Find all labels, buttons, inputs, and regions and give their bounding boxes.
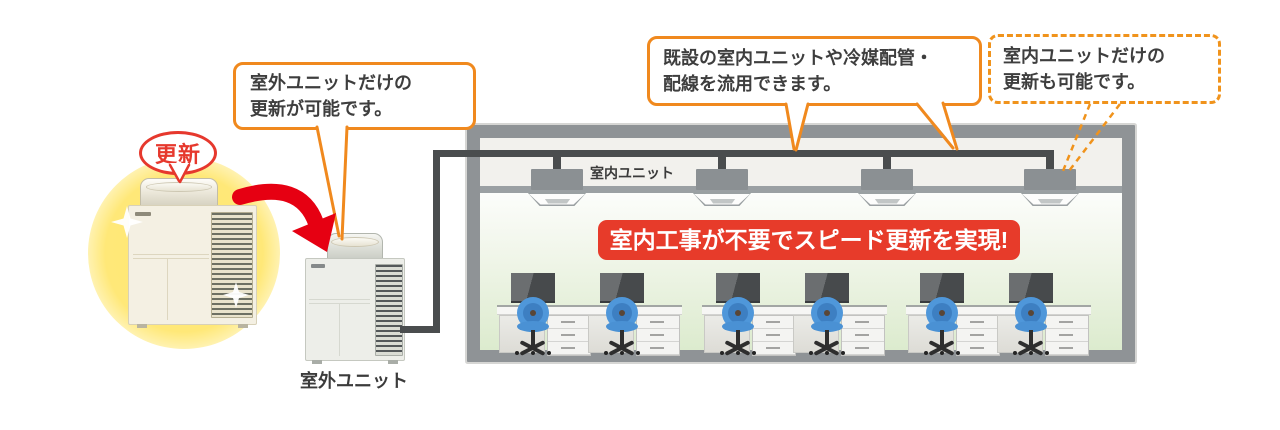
- side-grille: [211, 212, 253, 318]
- indoor-unit: [1018, 153, 1082, 207]
- callout-reuse-existing: 既設の室内ユニットや冷媒配管・ 配線を流用できます。: [647, 36, 982, 106]
- outdoor-connection-pipe: [400, 326, 440, 333]
- drawer-unit: [636, 315, 680, 356]
- riser-pipe: [433, 150, 440, 333]
- drawer-unit: [752, 315, 796, 356]
- brand-mark: [311, 264, 325, 268]
- workstation: [702, 273, 798, 356]
- indoor-unit-label: 室内ユニット: [590, 165, 674, 181]
- indoor-unit: [525, 153, 589, 207]
- indoor-unit: [855, 153, 919, 207]
- callout-line: 室内ユニットだけの: [1003, 46, 1165, 66]
- new-outdoor-unit: [305, 233, 405, 364]
- callout-tail: [315, 124, 349, 241]
- callout-line: 配線を流用できます。: [663, 74, 842, 94]
- indoor-unit: [690, 153, 754, 207]
- callout-line: 更新が可能です。: [250, 99, 393, 119]
- workstation: [497, 273, 593, 356]
- workstation: [906, 273, 1002, 356]
- outdoor-unit-label: 室外ユニット: [300, 371, 408, 391]
- drawer-unit: [956, 315, 1000, 356]
- drawer-unit: [1045, 315, 1089, 356]
- brand-mark: [135, 212, 151, 216]
- callout-line: 更新も可能です。: [1003, 72, 1146, 92]
- ceiling-slab: [480, 186, 1122, 193]
- drawer-unit: [547, 315, 591, 356]
- workstation: [995, 273, 1091, 356]
- callout-indoor-only: 室内ユニットだけの 更新も可能です。: [988, 34, 1221, 104]
- drawer-unit: [841, 315, 885, 356]
- speed-update-banner: 室内工事が不要でスピード更新を実現!: [598, 220, 1020, 260]
- side-grille: [375, 264, 403, 356]
- callout-outdoor-only: 室外ユニットだけの 更新が可能です。: [233, 62, 476, 130]
- update-badge: 更新: [139, 131, 217, 175]
- old-outdoor-unit: [128, 178, 257, 328]
- callout-line: 室外ユニットだけの: [250, 73, 412, 93]
- ceiling-pipe: [435, 150, 1054, 157]
- workstation: [586, 273, 682, 356]
- workstation: [791, 273, 887, 356]
- callout-line: 既設の室内ユニットや冷媒配管・: [663, 48, 933, 68]
